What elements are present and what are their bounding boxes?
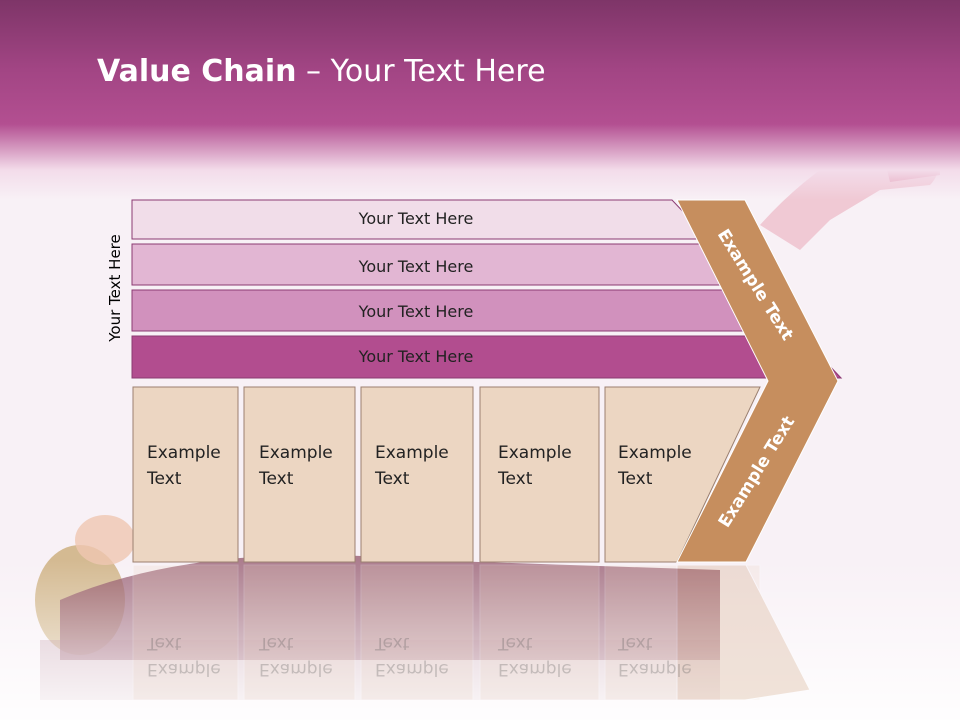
activity-box — [243, 386, 356, 563]
reflection-5-line-1: Example — [618, 659, 692, 679]
reflection-label-2: Example Text — [259, 630, 333, 682]
reflection-label-4: Example Text — [498, 630, 572, 682]
box-4-line-2: Text — [498, 469, 533, 489]
reflection-3-line-2: Text — [375, 633, 410, 653]
bar-label-2: Your Text Here — [358, 257, 474, 276]
margin-chevron-shape — [676, 199, 839, 563]
box-2-line-2: Text — [259, 469, 294, 489]
box-2-line-1: Example — [259, 443, 333, 463]
box-1-line-2: Text — [147, 469, 182, 489]
reflection-box — [360, 564, 474, 701]
title-bold: Value Chain — [97, 54, 297, 89]
reflection-label-5: Example Text — [618, 630, 692, 682]
box-4-line-1: Example — [498, 443, 572, 463]
reflection-4-line-1: Example — [498, 659, 572, 679]
reflection-1-line-1: Example — [147, 659, 221, 679]
activity-box — [479, 386, 600, 563]
reflection-5-line-2: Text — [618, 633, 653, 653]
bar-label-1: Your Text Here — [358, 209, 474, 228]
box-1-line-1: Example — [147, 443, 221, 463]
reflection-2-line-1: Example — [259, 659, 333, 679]
activity-box — [132, 386, 239, 563]
reflection-box — [132, 564, 239, 701]
reflection — [132, 564, 811, 701]
reflection-box — [243, 564, 356, 701]
reflection-1-line-2: Text — [147, 633, 182, 653]
reflection-label-1: Example Text — [147, 630, 221, 682]
activity-box — [360, 386, 474, 563]
page-title: Value Chain – Your Text Here — [97, 54, 546, 89]
reflection-4-line-2: Text — [498, 633, 533, 653]
reflection-box — [604, 564, 761, 701]
box-5-line-1: Example — [618, 443, 692, 463]
reflection-box — [479, 564, 600, 701]
reflection-3-line-1: Example — [375, 659, 449, 679]
reflection-2-line-2: Text — [259, 633, 294, 653]
box-5-line-2: Text — [618, 469, 653, 489]
box-3-line-2: Text — [375, 469, 410, 489]
header-band — [0, 0, 960, 200]
reflection-label-3: Example Text — [375, 630, 449, 682]
bar-label-3: Your Text Here — [358, 302, 474, 321]
activity-boxes — [132, 386, 761, 563]
margin-chevron — [676, 199, 839, 563]
reflection-chevron — [676, 564, 811, 701]
activity-bar — [131, 335, 843, 379]
title-rest: – Your Text Here — [296, 54, 546, 89]
box-3-line-1: Example — [375, 443, 449, 463]
bar-label-4: Your Text Here — [358, 347, 474, 366]
activity-bars — [131, 199, 843, 379]
